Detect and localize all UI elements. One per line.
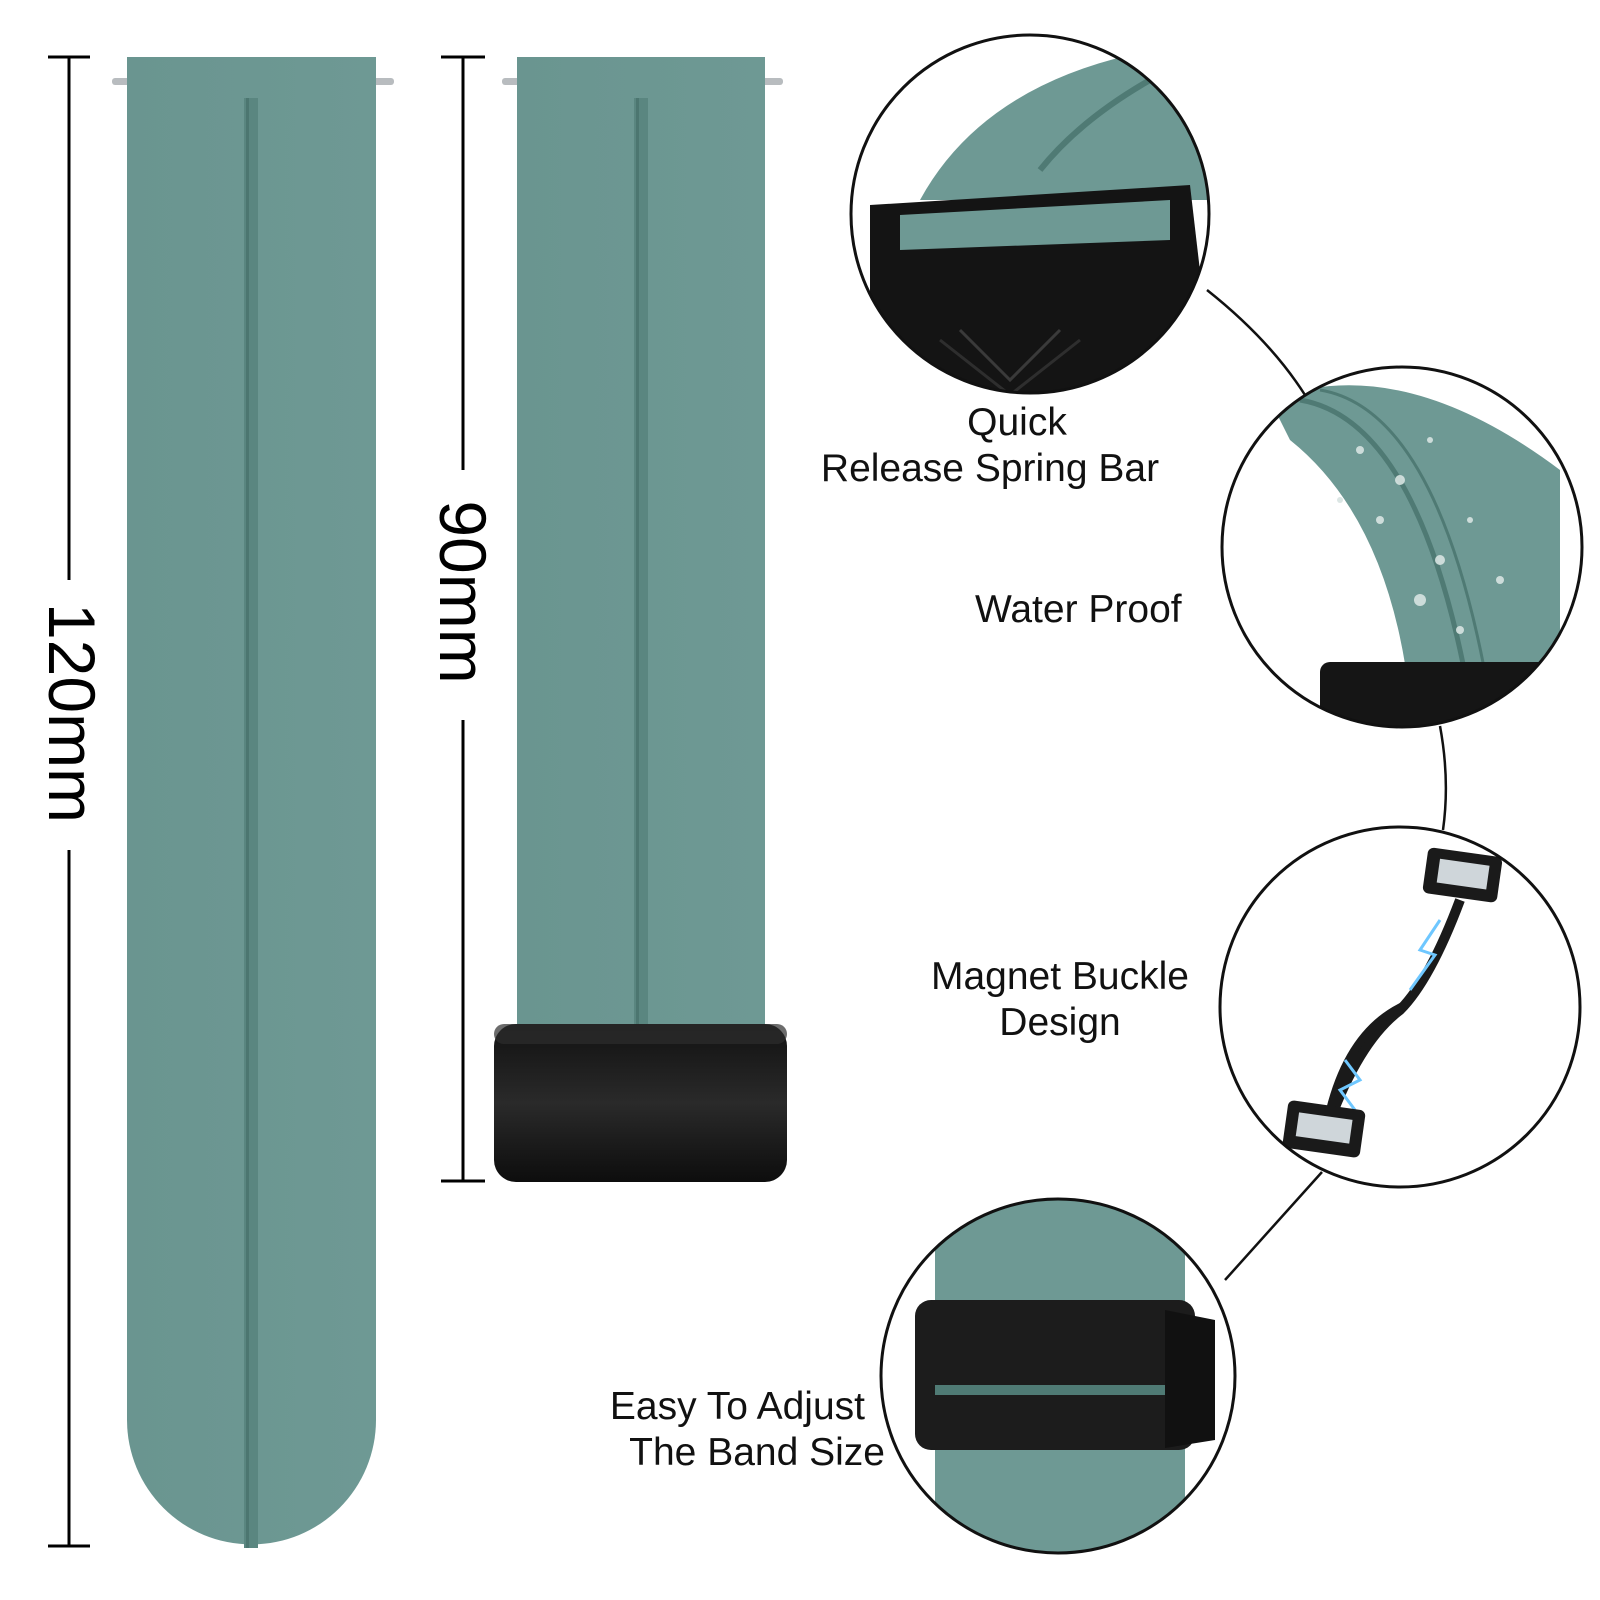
dimension-line-120 xyxy=(48,55,90,1548)
feature-label-quick-release-line1: Quick xyxy=(967,401,1067,444)
feature-label-easy-adjust-line1: Easy To Adjust xyxy=(609,1385,865,1428)
feature-label-easy-adjust: Easy To Adjust The Band Size xyxy=(575,1384,885,1476)
connector-lines xyxy=(1206,289,1448,1281)
detail-circle-easy-adjust xyxy=(879,1197,1237,1555)
detail-circle-quick-release xyxy=(849,33,1211,395)
detail-circle-magnet-buckle xyxy=(1218,825,1582,1189)
dimension-label-120mm: 120mm xyxy=(35,602,109,824)
feature-label-magnet-buckle: Magnet Buckle Design xyxy=(910,954,1210,1046)
feature-label-quick-release: Quick Release Spring Bar xyxy=(800,400,1180,492)
detail-circle-water-proof xyxy=(1220,365,1584,729)
feature-label-magnet-buckle-line2: Design xyxy=(999,1001,1121,1044)
buckle xyxy=(494,1024,787,1182)
short-strap xyxy=(494,57,787,1182)
feature-label-quick-release-line2: Release Spring Bar xyxy=(820,447,1160,490)
feature-label-water-proof-line1: Water Proof xyxy=(975,588,1182,631)
long-strap xyxy=(112,57,394,1548)
feature-label-water-proof: Water Proof xyxy=(975,587,1215,633)
feature-label-easy-adjust-line2: The Band Size xyxy=(629,1431,885,1474)
dimension-label-90mm: 90mm xyxy=(426,500,500,684)
feature-label-magnet-buckle-line1: Magnet Buckle xyxy=(931,955,1189,998)
dimension-line-90 xyxy=(441,55,485,1183)
